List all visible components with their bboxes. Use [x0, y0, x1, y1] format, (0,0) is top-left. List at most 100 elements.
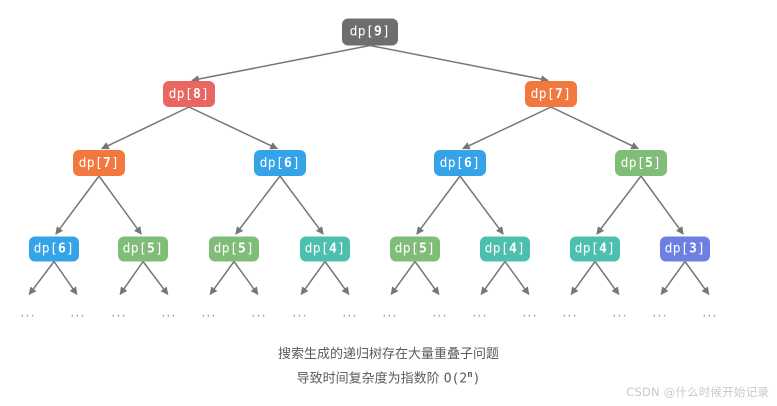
- node-label-suffix: ]: [292, 155, 301, 171]
- node-label-prefix: dp[: [168, 86, 194, 102]
- tree-edge-leaf: [142, 261, 169, 296]
- node-label-suffix: ]: [653, 155, 662, 171]
- tree-node-dp-4: dp[4]: [300, 236, 350, 262]
- node-label-prefix: dp[: [439, 155, 465, 171]
- figure-caption: 搜索生成的递归树存在大量重叠子问题 导致时间复杂度为指数阶 O(2n): [0, 344, 777, 389]
- tree-edge-leaf: [300, 261, 326, 296]
- tree-edge: [188, 106, 278, 150]
- tree-node-dp-5: dp[5]: [118, 236, 168, 262]
- node-label-prefix: dp[: [213, 241, 239, 257]
- tree-edge: [416, 175, 461, 235]
- tree-edge-leaf: [414, 261, 440, 296]
- tree-node-dp-6: dp[6]: [254, 150, 306, 176]
- tree-edge-leaf: [660, 261, 686, 296]
- node-label-suffix: ]: [111, 155, 120, 171]
- leaf-ellipsis: ...: [251, 305, 267, 321]
- node-label-prefix: dp[: [259, 155, 285, 171]
- tree-node-dp-5: dp[5]: [615, 150, 667, 176]
- tree-node-dp-4: dp[4]: [480, 236, 530, 262]
- node-label-prefix: dp[: [484, 241, 510, 257]
- node-label-index: 9: [374, 24, 383, 40]
- tree-node-dp-4: dp[4]: [570, 236, 620, 262]
- complexity-suffix: ): [472, 371, 481, 387]
- tree-edge-leaf: [684, 261, 710, 296]
- tree-edge-leaf: [28, 261, 55, 296]
- node-label-prefix: dp[: [530, 86, 556, 102]
- node-label-prefix: dp[: [33, 241, 59, 257]
- tree-edge-leaf: [209, 261, 235, 296]
- node-label-index: 5: [147, 241, 156, 257]
- node-label-index: 4: [599, 241, 608, 257]
- tree-node-dp-6: dp[6]: [29, 236, 79, 262]
- node-label-suffix: ]: [472, 155, 481, 171]
- tree-edge: [235, 175, 281, 235]
- tree-edge-leaf: [480, 261, 506, 296]
- tree-edge-leaf: [504, 261, 530, 296]
- leaf-ellipsis: ...: [612, 305, 628, 321]
- node-label-index: 5: [419, 241, 428, 257]
- node-label-prefix: dp[: [78, 155, 104, 171]
- leaf-ellipsis: ...: [20, 305, 36, 321]
- node-label-suffix: ]: [517, 241, 526, 257]
- node-label-index: 3: [689, 241, 698, 257]
- leaf-ellipsis: ...: [201, 305, 217, 321]
- node-label-index: 4: [329, 241, 338, 257]
- node-label-index: 6: [58, 241, 67, 257]
- node-label-prefix: dp[: [620, 155, 646, 171]
- node-label-suffix: ]: [382, 24, 391, 40]
- complexity-exponent: n: [467, 370, 473, 380]
- node-label-suffix: ]: [66, 241, 75, 257]
- tree-node-dp-9: dp[9]: [342, 18, 398, 46]
- leaf-ellipsis: ...: [432, 305, 448, 321]
- tree-edge: [279, 175, 324, 235]
- node-label-index: 6: [284, 155, 293, 171]
- tree-edge-leaf: [233, 261, 259, 296]
- leaf-ellipsis: ...: [111, 305, 127, 321]
- node-label-suffix: ]: [607, 241, 616, 257]
- tree-edge-leaf: [53, 261, 78, 295]
- node-label-suffix: ]: [337, 241, 346, 257]
- node-label-suffix: ]: [155, 241, 164, 257]
- node-label-prefix: dp[: [349, 24, 375, 40]
- leaf-ellipsis: ...: [70, 305, 86, 321]
- node-label-index: 5: [645, 155, 654, 171]
- tree-edge-leaf: [570, 261, 596, 296]
- node-label-index: 7: [555, 86, 564, 102]
- node-label-suffix: ]: [201, 86, 210, 102]
- tree-edge-leaf: [594, 261, 620, 296]
- tree-node-dp-5: dp[5]: [390, 236, 440, 262]
- tree-edge: [462, 106, 552, 150]
- leaf-ellipsis: ...: [292, 305, 308, 321]
- leaf-ellipsis: ...: [562, 305, 578, 321]
- node-label-prefix: dp[: [304, 241, 330, 257]
- node-label-prefix: dp[: [664, 241, 690, 257]
- node-label-suffix: ]: [246, 241, 255, 257]
- complexity-expression: O(2: [443, 371, 468, 387]
- tree-node-dp-7: dp[7]: [525, 81, 577, 107]
- tree-edge: [459, 175, 504, 235]
- tree-edge: [101, 106, 190, 150]
- node-label-prefix: dp[: [394, 241, 420, 257]
- node-label-index: 4: [509, 241, 518, 257]
- tree-node-dp-8: dp[8]: [163, 81, 215, 107]
- leaf-ellipsis: ...: [652, 305, 668, 321]
- node-label-index: 6: [464, 155, 473, 171]
- tree-edge: [98, 175, 142, 235]
- node-label-prefix: dp[: [122, 241, 148, 257]
- tree-node-dp-6: dp[6]: [434, 150, 486, 176]
- tree-edge: [640, 175, 684, 235]
- tree-edge: [369, 44, 549, 83]
- node-label-index: 5: [238, 241, 247, 257]
- tree-edge-leaf: [119, 261, 144, 295]
- tree-edge-leaf: [324, 261, 350, 296]
- tree-edge: [596, 175, 642, 235]
- tree-edge-leaf: [390, 261, 416, 296]
- node-label-index: 8: [193, 86, 202, 102]
- node-label-suffix: ]: [427, 241, 436, 257]
- csdn-watermark: CSDN @什么时候开始记录: [626, 385, 769, 399]
- caption-line-2-prefix: 导致时间复杂度为指数阶: [296, 371, 444, 387]
- leaf-ellipsis: ...: [522, 305, 538, 321]
- leaf-ellipsis: ...: [382, 305, 398, 321]
- tree-node-dp-5: dp[5]: [209, 236, 259, 262]
